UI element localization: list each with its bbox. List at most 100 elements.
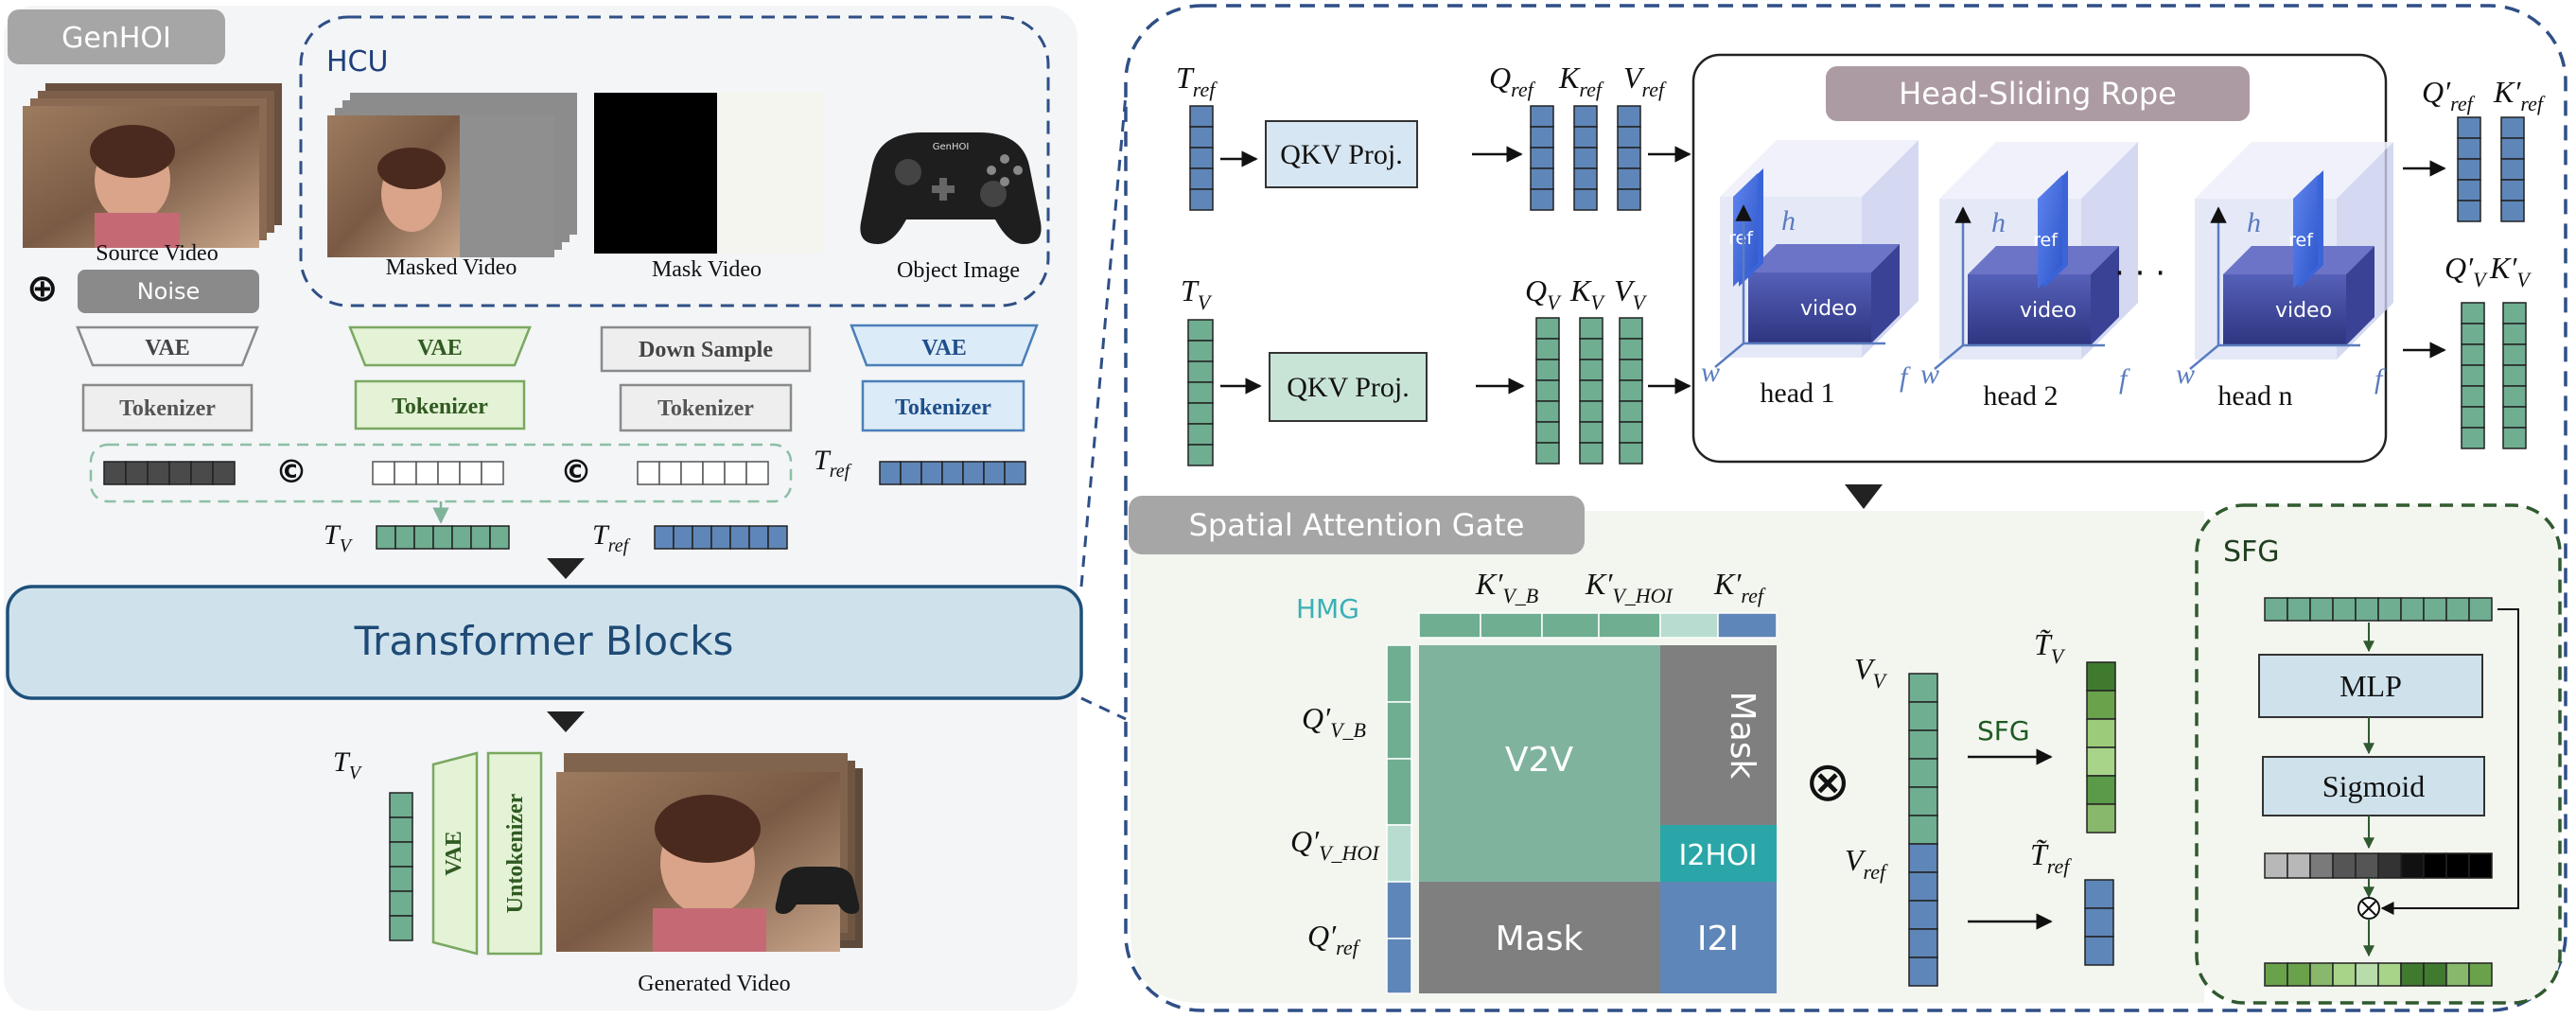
token-cell — [1617, 188, 1641, 211]
tokenizer-gray2-label: Tokenizer — [657, 396, 754, 421]
mask-bottom-label: Mask — [1496, 920, 1584, 958]
untokenizer-box — [486, 751, 543, 956]
untokenizer-label: Untokenizer — [503, 793, 528, 913]
token-cell — [2457, 200, 2481, 222]
qkv-proj-v-box — [1269, 352, 1428, 422]
white-token-strip-1 — [372, 461, 504, 485]
hmg-label: HMG — [1296, 593, 1359, 624]
token-cell — [1187, 319, 1214, 342]
token-cell — [2086, 690, 2116, 720]
token-cell — [1908, 843, 1938, 873]
head-n-label: head n — [2217, 380, 2292, 412]
q-v-label: QV — [1525, 273, 1562, 314]
head-1-label: head 1 — [1760, 377, 1834, 409]
token-cell — [1386, 644, 1412, 703]
token-cell — [724, 461, 747, 485]
token-cell — [2502, 427, 2527, 449]
token-cell — [1908, 900, 1938, 930]
token-cell — [1573, 147, 1598, 169]
token-cell — [941, 461, 964, 485]
token-cell — [125, 461, 149, 485]
token-cell — [2287, 962, 2311, 987]
noise-box — [78, 270, 259, 313]
t-v-label-bottom: TV — [333, 746, 363, 783]
token-cell — [1908, 673, 1938, 703]
v2v-block — [1419, 645, 1660, 882]
token-cell — [2086, 775, 2116, 805]
plus-icon: ⊕ — [26, 267, 59, 310]
out-v-tokens — [2461, 302, 2527, 449]
vae-gray-shape — [76, 325, 259, 367]
token-cell — [1908, 758, 1938, 788]
token-cell — [1908, 786, 1938, 816]
token-cell — [1187, 381, 1214, 404]
tokenizer-green-label: Tokenizer — [392, 395, 488, 419]
token-cell — [394, 525, 415, 550]
tokenizer-blue-label: Tokenizer — [895, 395, 991, 420]
genhoi-tag — [8, 9, 225, 64]
svg-text:GenHOI: GenHOI — [933, 142, 970, 152]
token-cell — [1579, 421, 1603, 444]
object-image-label: Object Image — [897, 258, 1020, 283]
token-cell — [962, 461, 985, 485]
token-cell — [1617, 105, 1641, 128]
token-cell — [2264, 962, 2288, 987]
token-cell — [1908, 871, 1938, 902]
token-cell — [2264, 852, 2288, 879]
token-cell — [654, 525, 675, 550]
token-cell — [1573, 126, 1598, 149]
token-cell — [2500, 158, 2525, 181]
sfg-input-tokens — [2264, 597, 2493, 622]
token-cell — [1617, 147, 1641, 169]
token-cell — [481, 461, 504, 485]
token-cell — [2084, 936, 2114, 966]
token-cell — [2332, 962, 2357, 987]
token-cell — [1530, 126, 1554, 149]
token-cell — [1619, 338, 1643, 360]
token-cell — [2502, 323, 2527, 345]
ref-label: ref — [1728, 228, 1754, 249]
tt-ref-label: T̃ref — [2030, 837, 2072, 878]
k-v-label: KV — [1569, 273, 1605, 314]
token-cell — [1004, 461, 1026, 485]
token-cell — [389, 841, 413, 868]
tt-ref-tokens — [2084, 879, 2114, 966]
token-cell — [2309, 852, 2334, 879]
token-cell — [2086, 803, 2116, 834]
token-cell — [2309, 597, 2334, 622]
sag-title-tag — [1129, 496, 1585, 554]
tokenizer-gray2-box — [619, 383, 793, 432]
token-cell — [2468, 852, 2493, 879]
token-cell — [2355, 597, 2379, 622]
q-ref-out-label: Q′ref — [2422, 75, 2476, 115]
token-cell — [1617, 126, 1641, 149]
token-cell — [2457, 137, 2481, 160]
k-vhoi-label: K′V_HOI — [1585, 567, 1674, 607]
token-cell — [920, 461, 943, 485]
token-cell — [1541, 612, 1600, 639]
token-cell — [2500, 137, 2525, 160]
token-cell — [1535, 317, 1560, 340]
token-cell — [1187, 360, 1214, 383]
token-cell — [2461, 364, 2485, 387]
token-cell — [1189, 188, 1214, 211]
token-cell — [413, 525, 434, 550]
token-cell — [702, 461, 726, 485]
blue-token-strip-top — [879, 461, 1026, 485]
axis-h-label: h — [1781, 205, 1796, 237]
mlp-box — [2258, 654, 2483, 718]
token-cell — [2084, 907, 2114, 938]
ref-label: ref — [2033, 230, 2059, 251]
token-cell — [1579, 359, 1603, 381]
token-cell — [767, 525, 788, 550]
qkv-proj-ref-box — [1265, 120, 1418, 188]
token-cell — [2287, 852, 2311, 879]
token-cell — [900, 461, 922, 485]
mask-video-stack — [594, 93, 823, 254]
token-cell — [2400, 597, 2425, 622]
down-triangle-2 — [547, 711, 585, 732]
token-cell — [2332, 852, 2357, 879]
token-cell — [673, 525, 693, 550]
token-cell — [1535, 338, 1560, 360]
video-label: video — [1800, 297, 1857, 321]
